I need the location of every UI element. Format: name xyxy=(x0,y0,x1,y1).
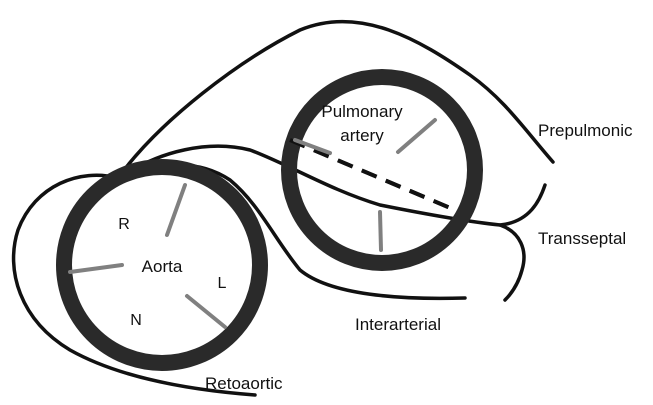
transseptal-descending-line xyxy=(500,225,524,300)
prepulmonic-label: Prepulmonic xyxy=(538,121,633,140)
noncoronary-cusp-label: N xyxy=(130,312,142,329)
transseptal-label: Transseptal xyxy=(538,229,626,248)
prepulmonic-course-line xyxy=(118,22,553,178)
pulmonary-commissure-bottom xyxy=(380,212,381,250)
left-cusp-label: L xyxy=(218,275,227,292)
intramural-dashed-line-inner xyxy=(290,140,455,210)
retroaortic-label: Retoaortic xyxy=(205,374,283,393)
aorta-label: Aorta xyxy=(142,257,183,276)
pulmonary-commissure-upper-right xyxy=(398,120,435,152)
pulmonary-artery-label-line1: Pulmonary xyxy=(321,102,403,121)
interarterial-label: Interarterial xyxy=(355,315,441,334)
pulmonary-artery-label-line2: artery xyxy=(340,126,384,145)
right-cusp-label: R xyxy=(118,216,130,233)
